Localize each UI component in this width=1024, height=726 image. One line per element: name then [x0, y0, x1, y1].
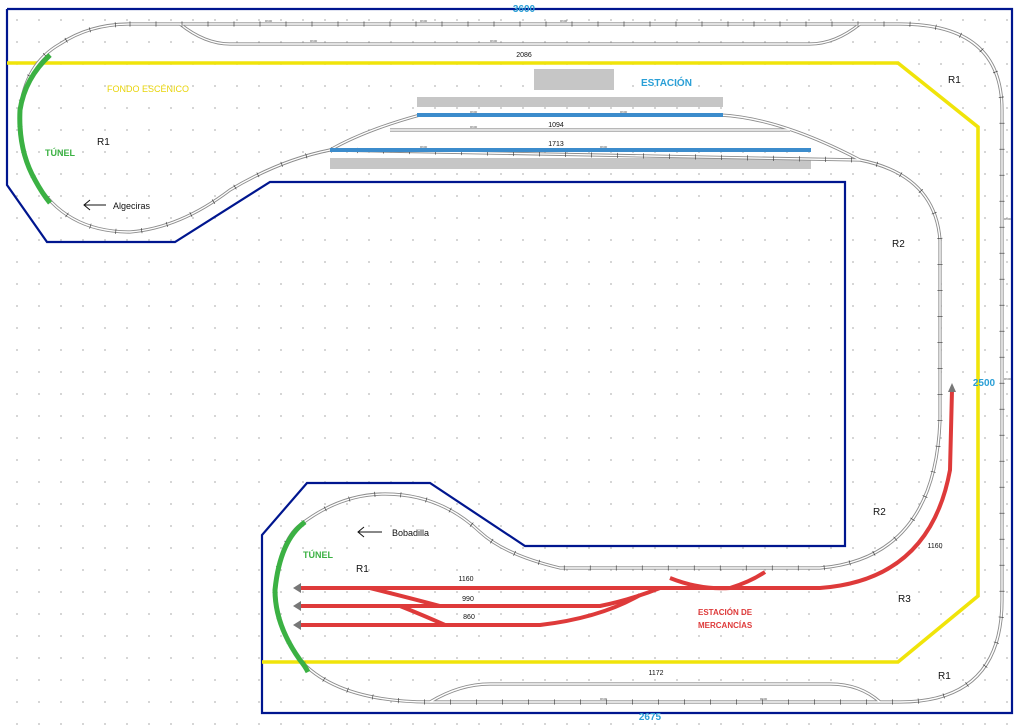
radius-r1-top-right: R1	[948, 75, 961, 86]
label-mercancias-1: ESTACIÓN DE	[698, 608, 753, 617]
length-goods-spur: 1160	[927, 543, 942, 550]
length-station-2: 1713	[548, 141, 564, 148]
top-passing-loop	[180, 24, 860, 44]
svg-text:R600: R600	[420, 145, 428, 149]
tunnel-bottom-left	[275, 522, 308, 672]
rail-joint-tick	[116, 229, 117, 234]
svg-text:R600: R600	[1004, 217, 1012, 221]
track-inner-line	[180, 24, 860, 44]
buffer-stop-3	[293, 620, 301, 630]
arrow-bobadilla	[358, 527, 382, 537]
radius-r1-bottom-right: R1	[938, 671, 951, 682]
dimension-bottom: 2675	[639, 712, 662, 721]
track-inner-line	[20, 24, 1002, 702]
rail-joint-tick	[918, 699, 919, 704]
rail-joint-tick	[824, 565, 825, 570]
dimension-right: 2500	[973, 378, 996, 389]
dimension-top: 3600	[513, 4, 536, 15]
length-bottom-straight: 1172	[648, 670, 663, 677]
radius-r1-bottom-left: R1	[356, 564, 369, 575]
goods-track-2	[300, 588, 660, 606]
length-goods-1: 1160	[458, 576, 473, 583]
rail-joint-tick	[401, 492, 402, 497]
label-estacion: ESTACIÓN	[641, 76, 692, 89]
track-lines	[17, 21, 1004, 704]
goods-link-main	[670, 572, 765, 588]
radius-r3: R3	[898, 594, 911, 605]
buffer-stop-1	[293, 583, 301, 593]
svg-text:R600: R600	[620, 110, 628, 114]
rail-joint-tick	[935, 446, 940, 447]
label-tunel-bottom: TÚNEL	[303, 549, 333, 560]
platform-lower	[330, 158, 811, 169]
radius-r1-top-left: R1	[97, 137, 110, 148]
svg-text:R600: R600	[490, 39, 498, 43]
buffer-stop-top	[948, 383, 956, 392]
label-mercancias-2: MERCANCÍAS	[698, 621, 753, 630]
svg-text:R600: R600	[420, 19, 428, 23]
rail-joint-tick	[999, 617, 1004, 618]
length-goods-2: 990	[462, 596, 474, 603]
svg-text:R600: R600	[470, 125, 478, 129]
goods-yard	[300, 390, 952, 625]
label-bobadilla: Bobadilla	[392, 528, 429, 538]
svg-text:R600: R600	[1004, 377, 1012, 381]
goods-crossover-b	[400, 606, 445, 625]
main-loop-track	[20, 24, 1002, 702]
label-algeciras: Algeciras	[113, 201, 151, 211]
svg-text:R600: R600	[600, 145, 608, 149]
svg-text:R600: R600	[265, 19, 273, 23]
goods-track-1	[300, 390, 952, 588]
buffer-stop-2	[293, 601, 301, 611]
svg-text:R600: R600	[470, 110, 478, 114]
svg-text:R600: R600	[310, 39, 318, 43]
platform-upper	[417, 97, 723, 107]
svg-text:R600: R600	[600, 697, 608, 701]
rail-joint-tick	[141, 228, 142, 233]
length-top-siding: 2086	[516, 52, 532, 59]
svg-text:R600: R600	[760, 697, 768, 701]
track-inner-line	[430, 684, 880, 702]
goods-crossover-a	[370, 588, 440, 606]
label-fondo-escenico: FONDO ESCÉNICO	[107, 84, 189, 94]
svg-text:R600: R600	[560, 19, 568, 23]
arrow-algeciras	[84, 200, 106, 210]
length-station-1: 1094	[548, 122, 564, 129]
radius-r2-lower: R2	[873, 507, 886, 518]
bottom-passing-loop	[430, 684, 880, 702]
radius-r2-right: R2	[892, 239, 905, 250]
label-tunel-top: TÚNEL	[45, 147, 75, 158]
length-goods-3: 860	[463, 614, 475, 621]
platform-top-block	[534, 69, 614, 90]
rail-joint-tick	[999, 97, 1004, 98]
tunnel-top-left	[20, 55, 50, 203]
